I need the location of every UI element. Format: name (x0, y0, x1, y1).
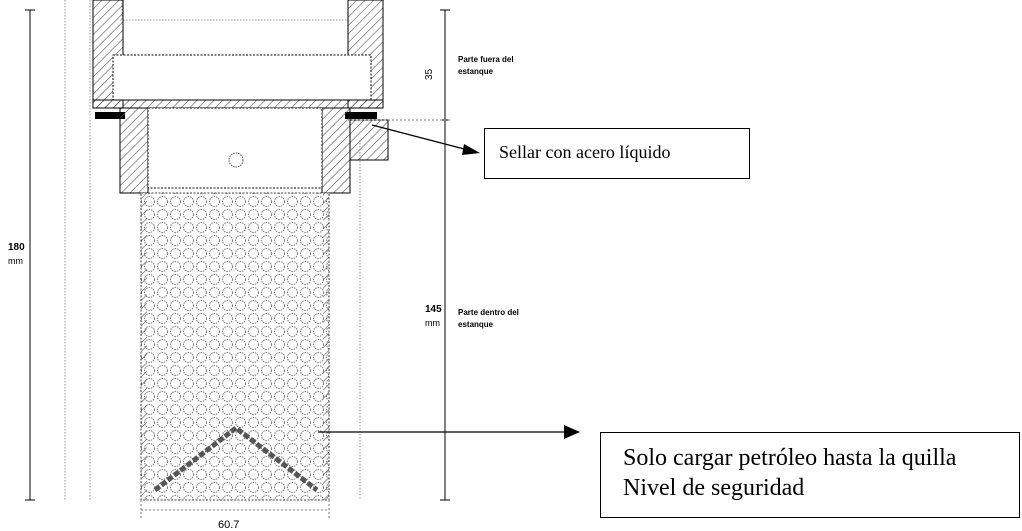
fuel-level-leader-arrow (318, 425, 580, 439)
outside-height-value: 35 (424, 68, 435, 80)
outside-tank-label-line2: estanque (458, 67, 494, 76)
inside-tank-label-line1: Parte dentro del (458, 308, 519, 317)
bottom-width-value: 60.7 (218, 519, 239, 531)
fuel-level-note-line1: Solo cargar petróleo hasta la quilla (623, 445, 957, 471)
inside-height-value: 145 (425, 304, 442, 315)
perforated-basket (140, 192, 330, 501)
flange (119, 107, 389, 194)
seal-note-box: Sellar con acero líquido (484, 128, 750, 179)
dimension-lines (25, 9, 450, 520)
total-height-value: 180 (8, 242, 25, 253)
seal-note-text: Sellar con acero líquido (499, 142, 671, 162)
inside-height-unit: mm (425, 318, 440, 328)
outside-tank-label-line1: Parte fuera del (458, 55, 514, 64)
total-height-unit: mm (8, 256, 23, 266)
fuel-level-note-line2: Nivel de seguridad (623, 475, 805, 501)
inside-tank-label-line2: estanque (458, 320, 494, 329)
fuel-level-note-box: Solo cargar petróleo hasta la quilla Niv… (600, 432, 1020, 518)
gaskets (95, 112, 377, 119)
upper-housing (92, 0, 384, 109)
seal-leader-arrow (371, 124, 480, 155)
